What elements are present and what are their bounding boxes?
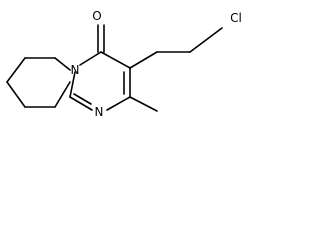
bond-c8-c9 bbox=[6, 81, 26, 108]
bond-c9a-n-ring bbox=[69, 71, 76, 98]
bond-n-c6 bbox=[54, 57, 71, 71]
atom-chlorine: Cl bbox=[230, 11, 242, 25]
bond-n1-c9a bbox=[69, 96, 93, 111]
carbonyl bbox=[97, 24, 105, 53]
pyrimidinone-ring bbox=[69, 51, 131, 111]
atom-nitrogen-ring-fusion: N bbox=[71, 63, 80, 77]
bond-c3-ch2 bbox=[129, 51, 158, 69]
bond-n1-c9a-double bbox=[73, 93, 92, 105]
bond-c9a-n bbox=[54, 81, 71, 108]
chloroethyl-chain bbox=[129, 27, 223, 69]
bond-n-c4 bbox=[79, 51, 102, 66]
chemical-structure-diagram: O N N Cl bbox=[6, 9, 242, 119]
bond-ch2-cl bbox=[189, 27, 223, 53]
atom-oxygen: O bbox=[92, 9, 101, 23]
atom-nitrogen-imine: N bbox=[95, 105, 104, 119]
bond-c4-c3 bbox=[100, 51, 131, 69]
bond-c2-n1 bbox=[106, 96, 131, 111]
saturated-ring bbox=[6, 57, 71, 108]
bond-c7-c8 bbox=[6, 57, 26, 83]
methyl-bond bbox=[129, 96, 158, 112]
